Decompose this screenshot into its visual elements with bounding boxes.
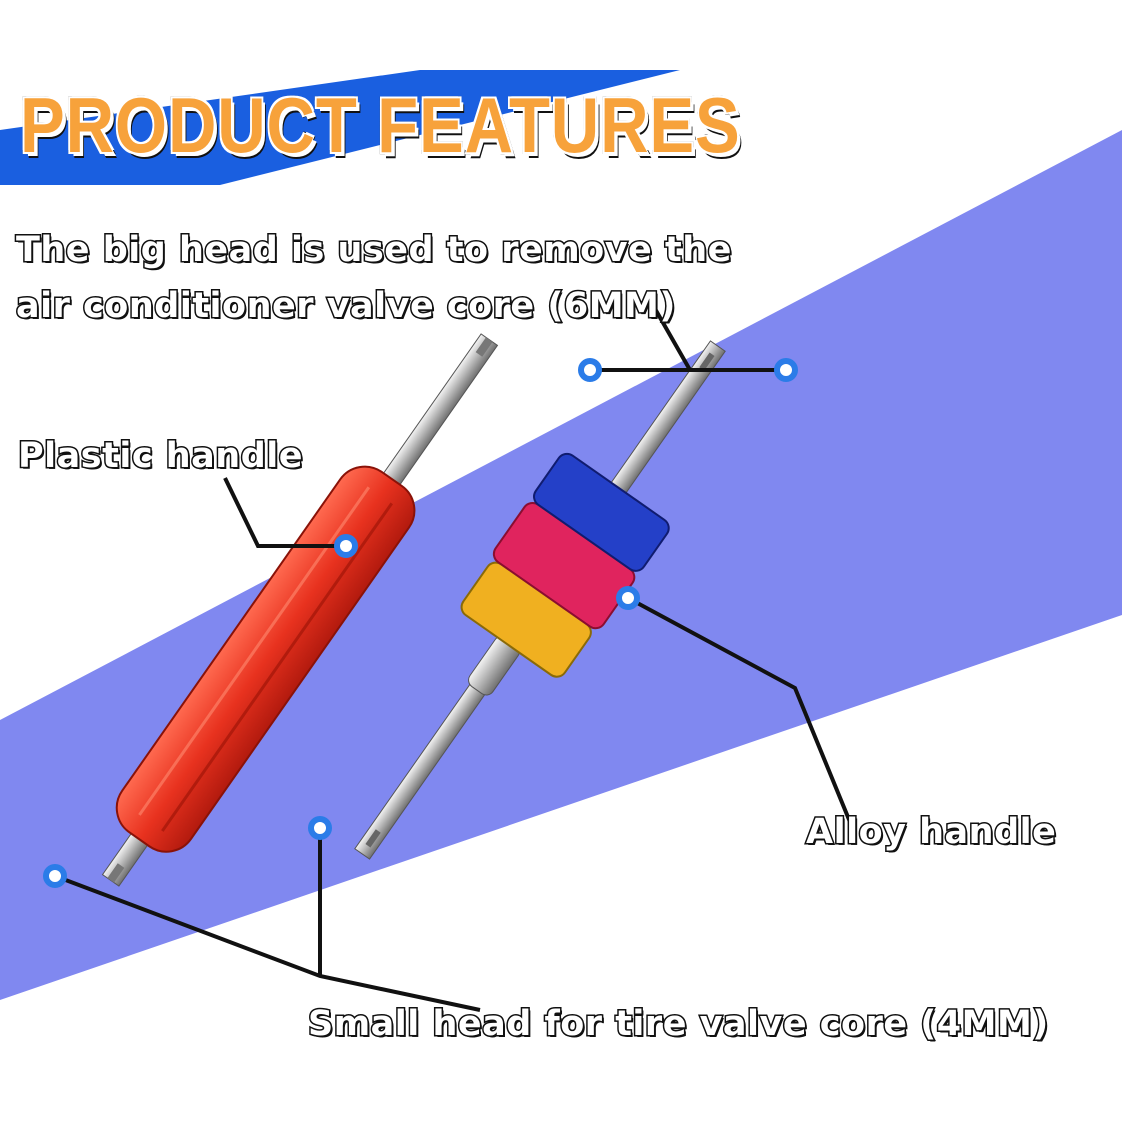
small-head-label: Small head for tire valve core (4MM) bbox=[307, 1003, 1050, 1046]
big-head-description: The big head is used to remove the air c… bbox=[15, 222, 733, 334]
alloy-handle-label: Alloy handle bbox=[804, 811, 1057, 854]
marker-big-head-left bbox=[578, 358, 602, 382]
marker-plastic-handle bbox=[334, 534, 358, 558]
callout-lines bbox=[54, 299, 852, 1012]
big-head-line-1: The big head is used to remove the bbox=[15, 229, 733, 272]
callout-markers bbox=[43, 358, 798, 888]
marker-big-head-right bbox=[774, 358, 798, 382]
plastic-handle-tool bbox=[101, 333, 499, 887]
marker-small-head-left bbox=[43, 864, 67, 888]
plastic-handle-label: Plastic handle bbox=[16, 435, 304, 478]
page-title: PRODUCT FEATURES bbox=[18, 79, 741, 171]
marker-small-head-right bbox=[308, 816, 332, 840]
title-banner bbox=[0, 70, 680, 185]
big-head-line-2: air conditioner valve core (6MM) bbox=[15, 285, 677, 328]
alloy-handle-tool bbox=[354, 340, 726, 860]
marker-alloy-handle bbox=[616, 586, 640, 610]
